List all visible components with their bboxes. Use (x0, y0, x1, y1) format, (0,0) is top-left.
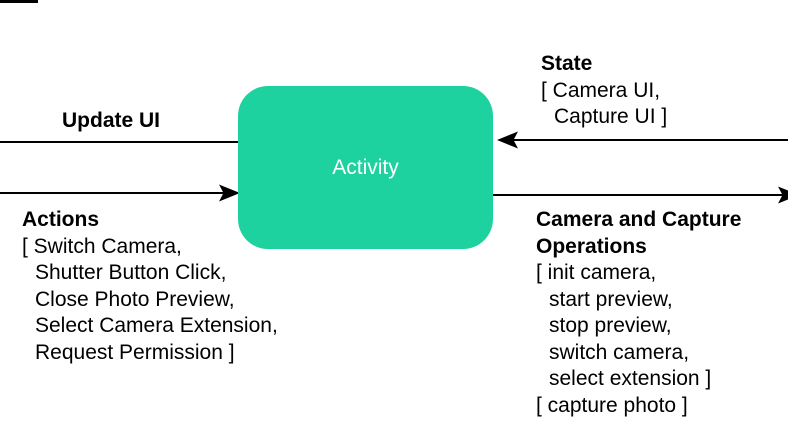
state-label-block: State [ Camera UI, Capture UI ] (541, 51, 667, 131)
state-title: State (541, 52, 593, 75)
actions-line: Shutter Button Click, (35, 261, 227, 284)
actions-arrow (0, 184, 240, 202)
state-line: Capture UI ] (554, 105, 668, 128)
actions-line: Select Camera Extension, (35, 314, 278, 337)
operations-title: Camera and Capture (536, 208, 742, 231)
actions-line: Request Permission ] (35, 340, 235, 364)
operations-label-block: Camera and Capture Operations [ init cam… (536, 207, 741, 419)
state-line: [ Camera UI, (541, 78, 661, 102)
actions-label-block: Actions [ Switch Camera, Shutter Button … (22, 207, 278, 366)
actions-line: [ Switch Camera, (22, 234, 182, 258)
state-arrow (497, 131, 788, 149)
activity-node-label: Activity (332, 155, 399, 179)
operations-arrow (493, 186, 788, 204)
operations-line: [ capture photo ] (536, 393, 688, 417)
operations-line: start preview, (549, 287, 673, 311)
operations-title: Operations (536, 234, 647, 258)
actions-title: Actions (22, 208, 100, 231)
operations-line: switch camera, (549, 340, 690, 364)
operations-line: select extension ] (549, 367, 712, 390)
actions-line: Close Photo Preview, (35, 287, 235, 311)
operations-line: [ init camera, (536, 261, 657, 284)
operations-line: stop preview, (549, 314, 672, 337)
cropped-top-left-bar (0, 0, 38, 3)
activity-node: Activity (238, 86, 493, 249)
update-ui-label: Update UI (62, 109, 161, 132)
